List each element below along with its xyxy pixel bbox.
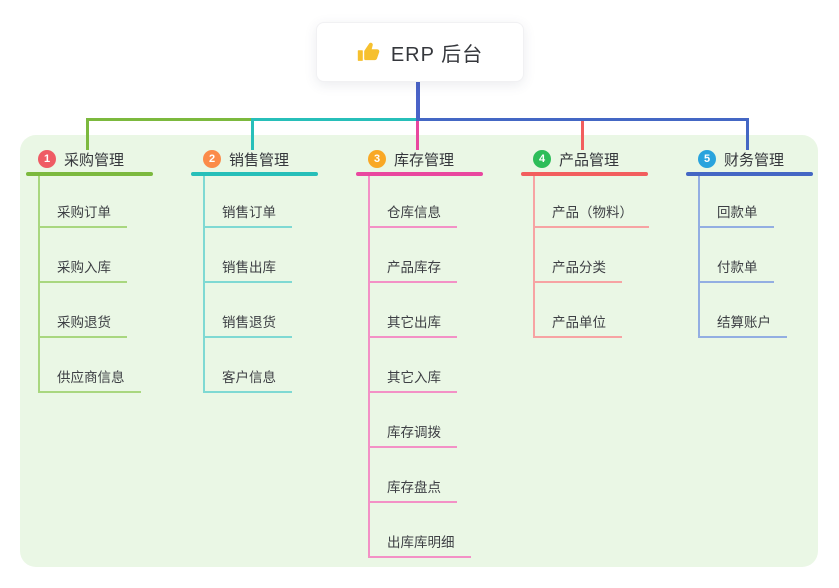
connector-segment [251, 118, 418, 121]
branch-child-label: 销售出库 [222, 260, 276, 275]
branch-child-label: 产品分类 [552, 260, 606, 275]
branch-child-label: 结算账户 [717, 315, 771, 330]
branch-label: 采购管理 [64, 151, 125, 169]
branch-children-list: 仓库信息产品库存其它出库其它入库库存调拨库存盘点出库库明细 [368, 176, 471, 558]
branch-child-item[interactable]: 其它出库 [368, 283, 457, 338]
branch-child-label: 产品单位 [552, 315, 606, 330]
branch-drop-line [581, 121, 584, 150]
branch-children-list: 销售订单销售出库销售退货客户信息 [203, 176, 292, 393]
branch-child-label: 回款单 [717, 205, 758, 220]
branch-children-list: 产品（物料） 产品分类产品单位 [533, 176, 649, 338]
branch-underline [686, 172, 813, 176]
branch-number-badge: 3 [368, 150, 386, 168]
branch-column: 1 采购管理 采购订单采购入库采购退货供应商信息 [26, 146, 166, 393]
branch-child-label: 销售退货 [222, 315, 276, 330]
root-stem-line [416, 82, 420, 121]
branch-underline [26, 172, 153, 176]
branch-column: 4 产品管理 产品（物料） 产品分类产品单位 [521, 146, 661, 338]
branch-column: 2 销售管理 销售订单销售出库销售退货客户信息 [191, 146, 331, 393]
branch-child-connector-line [533, 176, 535, 338]
branch-child-label: 库存调拨 [387, 425, 441, 440]
branch-child-item[interactable]: 库存调拨 [368, 393, 457, 448]
branch-child-label: 仓库信息 [387, 205, 441, 220]
branch-child-item[interactable]: 结算账户 [698, 283, 787, 338]
branch-underline [356, 172, 483, 176]
branch-label: 产品管理 [559, 151, 620, 169]
connector-segment [86, 118, 251, 121]
branch-child-label: 采购入库 [57, 260, 111, 275]
branch-column: 5 财务管理 回款单付款单结算账户 [686, 146, 826, 338]
branch-drop-line [746, 121, 749, 150]
branch-child-item[interactable]: 产品分类 [533, 228, 622, 283]
branch-child-label: 其它出库 [387, 315, 441, 330]
branch-child-label: 产品（物料） [552, 205, 633, 220]
branch-underline [191, 172, 318, 176]
branch-child-item[interactable]: 销售退货 [203, 283, 292, 338]
branch-child-item[interactable]: 库存盘点 [368, 448, 457, 503]
branch-child-item[interactable]: 产品（物料） [533, 176, 649, 228]
branch-child-connector-line [368, 176, 370, 558]
branch-child-label: 库存盘点 [387, 480, 441, 495]
branch-child-label: 出库库明细 [387, 535, 455, 550]
branch-child-item[interactable]: 客户信息 [203, 338, 292, 393]
root-node-label: ERP 后台 [390, 43, 484, 66]
branch-child-item[interactable]: 供应商信息 [38, 338, 141, 393]
branch-child-label: 销售订单 [222, 205, 276, 220]
branch-header[interactable]: 5 财务管理 [686, 146, 826, 172]
branch-child-item[interactable]: 出库库明细 [368, 503, 471, 558]
branch-child-label: 采购订单 [57, 205, 111, 220]
branch-children-list: 采购订单采购入库采购退货供应商信息 [38, 176, 141, 393]
branch-child-label: 付款单 [717, 260, 758, 275]
branch-underline [521, 172, 648, 176]
branch-child-label: 供应商信息 [57, 370, 125, 385]
branch-number-badge: 1 [38, 150, 56, 168]
branch-child-item[interactable]: 销售出库 [203, 228, 292, 283]
branch-child-connector-line [698, 176, 700, 338]
branch-number-badge: 2 [203, 150, 221, 168]
branch-child-label: 其它入库 [387, 370, 441, 385]
branch-child-item[interactable]: 其它入库 [368, 338, 457, 393]
branch-child-item[interactable]: 销售订单 [203, 176, 292, 228]
branch-header[interactable]: 2 销售管理 [191, 146, 331, 172]
branch-child-connector-line [203, 176, 205, 393]
branch-drop-line [416, 121, 419, 150]
branch-drop-line [86, 121, 89, 150]
branch-child-item[interactable]: 采购退货 [38, 283, 127, 338]
branch-child-item[interactable]: 采购入库 [38, 228, 127, 283]
connector-segment [416, 118, 749, 121]
branch-child-label: 产品库存 [387, 260, 441, 275]
root-node[interactable]: ERP 后台 [316, 22, 524, 82]
branch-label: 财务管理 [724, 151, 785, 169]
branch-child-item[interactable]: 付款单 [698, 228, 774, 283]
branch-child-label: 采购退货 [57, 315, 111, 330]
branch-header[interactable]: 1 采购管理 [26, 146, 166, 172]
branch-column: 3 库存管理 仓库信息产品库存其它出库其它入库库存调拨库存盘点出库库明细 [356, 146, 496, 558]
branch-child-item[interactable]: 仓库信息 [368, 176, 457, 228]
branch-children-list: 回款单付款单结算账户 [698, 176, 787, 338]
branch-label: 销售管理 [229, 151, 290, 169]
branch-number-badge: 4 [533, 150, 551, 168]
thumbs-up-icon [357, 40, 381, 64]
branch-header[interactable]: 4 产品管理 [521, 146, 661, 172]
branch-child-item[interactable]: 产品库存 [368, 228, 457, 283]
branch-drop-line [251, 121, 254, 150]
branch-child-item[interactable]: 采购订单 [38, 176, 127, 228]
branch-header[interactable]: 3 库存管理 [356, 146, 496, 172]
branch-label: 库存管理 [394, 151, 455, 169]
branch-child-item[interactable]: 回款单 [698, 176, 774, 228]
branch-child-label: 客户信息 [222, 370, 276, 385]
branch-number-badge: 5 [698, 150, 716, 168]
branch-backdrop-panel [20, 135, 818, 567]
branch-child-connector-line [38, 176, 40, 393]
branch-child-item[interactable]: 产品单位 [533, 283, 622, 338]
